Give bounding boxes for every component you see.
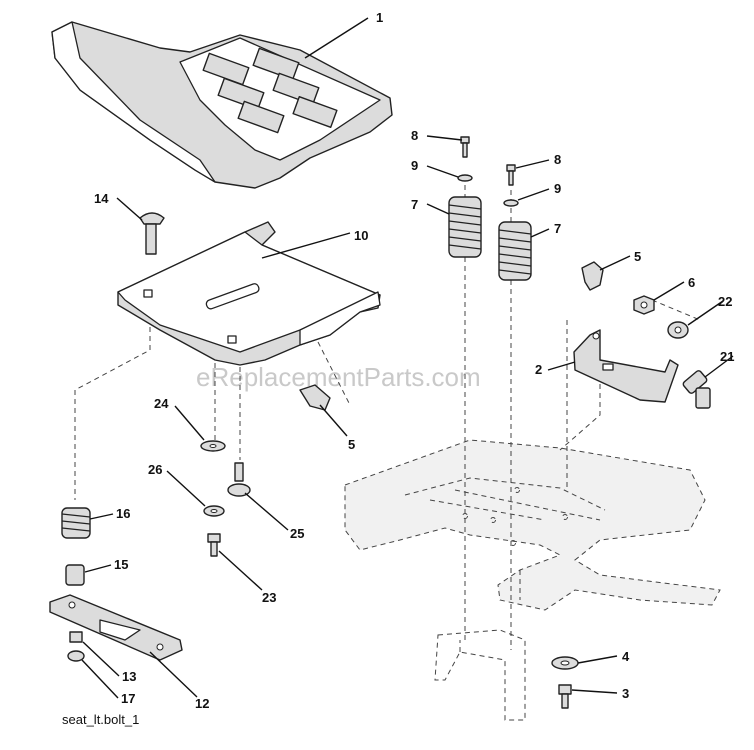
callout-14: 14 (94, 191, 109, 206)
diagram-caption: seat_lt.bolt_1 (62, 712, 139, 727)
callout-4: 4 (622, 649, 630, 664)
watermark: eReplacementParts.com (196, 362, 481, 392)
spring-stack-left (448, 136, 482, 258)
seat (51, 21, 393, 189)
callout-22: 22 (718, 294, 732, 309)
leader-lines (81, 17, 734, 699)
callout-7a: 7 (411, 197, 418, 212)
bolt-23 (207, 533, 221, 557)
callout-10: 10 (354, 228, 368, 243)
hex-nut (633, 295, 655, 315)
callout-8b: 8 (554, 152, 561, 167)
stud-25 (227, 462, 251, 497)
callout-25: 25 (290, 526, 304, 541)
callout-12: 12 (195, 696, 209, 711)
spring-stack-right (498, 164, 532, 281)
callout-15: 15 (114, 557, 128, 572)
callout-9b: 9 (554, 181, 561, 196)
adjustment-knob (581, 261, 604, 291)
adjustment-clip (299, 384, 331, 411)
callout-23: 23 (262, 590, 276, 605)
flange-nut (667, 321, 689, 339)
callout-13: 13 (122, 669, 136, 684)
callout-3: 3 (622, 686, 629, 701)
tractor-frame-outline (74, 185, 721, 721)
callout-5a: 5 (634, 249, 641, 264)
callout-2: 2 (535, 362, 542, 377)
callout-24: 24 (154, 396, 169, 411)
seat-bracket (573, 329, 679, 403)
seat-pan (117, 221, 381, 366)
washer-24 (200, 440, 226, 452)
nut-13 (69, 631, 83, 643)
callout-8a: 8 (411, 128, 418, 143)
callout-17: 17 (121, 691, 135, 706)
shoulder-bolt (682, 370, 711, 409)
washer-26 (203, 505, 225, 517)
spacer-15 (65, 564, 85, 586)
callout-16: 16 (116, 506, 130, 521)
washer-17 (67, 650, 85, 662)
callout-9a: 9 (411, 158, 418, 173)
washer-4 (551, 656, 579, 670)
carriage-bolt (139, 212, 165, 255)
mount-plate (49, 594, 183, 661)
callout-1: 1 (376, 10, 383, 25)
spring-16 (61, 507, 91, 539)
bolt-3 (558, 684, 572, 709)
callout-labels: 1 10 14 8 9 7 8 9 7 5 6 22 21 2 5 24 26 … (94, 10, 734, 711)
callout-5b: 5 (348, 437, 355, 452)
callout-21: 21 (720, 349, 734, 364)
callout-26: 26 (148, 462, 162, 477)
callout-6: 6 (688, 275, 695, 290)
callout-7b: 7 (554, 221, 561, 236)
